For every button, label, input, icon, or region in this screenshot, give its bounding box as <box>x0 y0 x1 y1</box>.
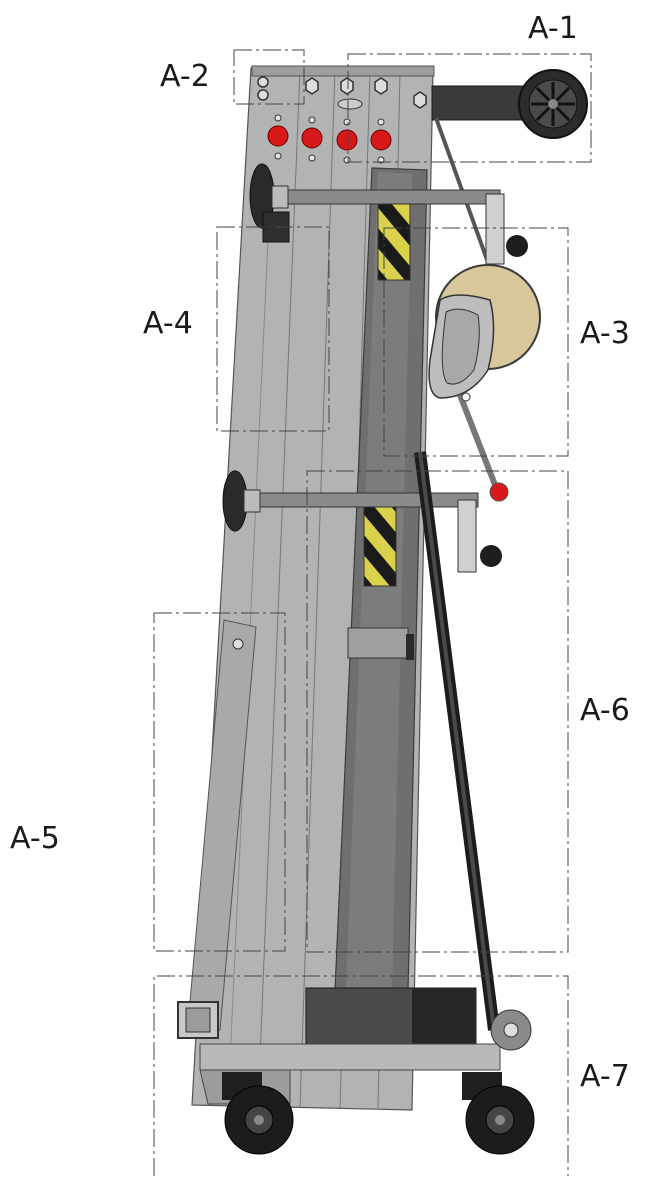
callout-label-a3: A-3 <box>580 316 630 351</box>
callout-label-a2: A-2 <box>160 59 210 94</box>
callout-box-a3 <box>383 227 569 457</box>
callout-label-a5: A-5 <box>10 821 60 856</box>
upper-black-knob <box>506 235 528 257</box>
callout-label-a1: A-1 <box>528 11 578 46</box>
left-caster-wheel <box>222 1072 294 1155</box>
callout-boxes <box>153 49 592 1176</box>
top-handle-icon <box>337 98 363 110</box>
winch-crank-knob <box>489 482 509 502</box>
base-assembly <box>177 987 535 1155</box>
callout-box-a2 <box>233 49 305 105</box>
mast-edge-line <box>257 69 301 1109</box>
top-pulley-arm <box>431 69 588 269</box>
callout-box-a1 <box>347 53 592 163</box>
lower-black-knob <box>480 545 502 567</box>
callout-box-a6 <box>306 470 569 953</box>
callout-box-a5 <box>153 612 286 952</box>
callout-label-a6: A-6 <box>580 693 630 728</box>
hazard-stripe-lower <box>363 495 397 587</box>
callout-label-a7: A-7 <box>580 1059 630 1094</box>
top-bolts <box>257 76 427 109</box>
mast-assembly <box>191 65 435 1111</box>
callout-box-a7 <box>153 975 569 1176</box>
lower-hand-wheel <box>222 470 248 532</box>
winch-crank-handle <box>457 393 500 492</box>
callout-label-a4: A-4 <box>143 306 193 341</box>
right-caster-wheel <box>462 1072 535 1155</box>
red-lock-knobs <box>267 125 392 151</box>
callout-box-a4 <box>216 226 330 432</box>
small-rivets <box>274 114 385 164</box>
hazard-stripe-upper <box>377 191 411 281</box>
mast-top-plate <box>251 65 435 77</box>
winch-assembly <box>428 264 541 502</box>
outrigger-leg <box>187 619 257 1031</box>
callout-labels: A-1 A-2 A-3 A-4 A-5 A-6 A-7 <box>10 11 630 1094</box>
upper-stabilizer <box>249 163 528 265</box>
rear-support-leg <box>414 451 500 1031</box>
